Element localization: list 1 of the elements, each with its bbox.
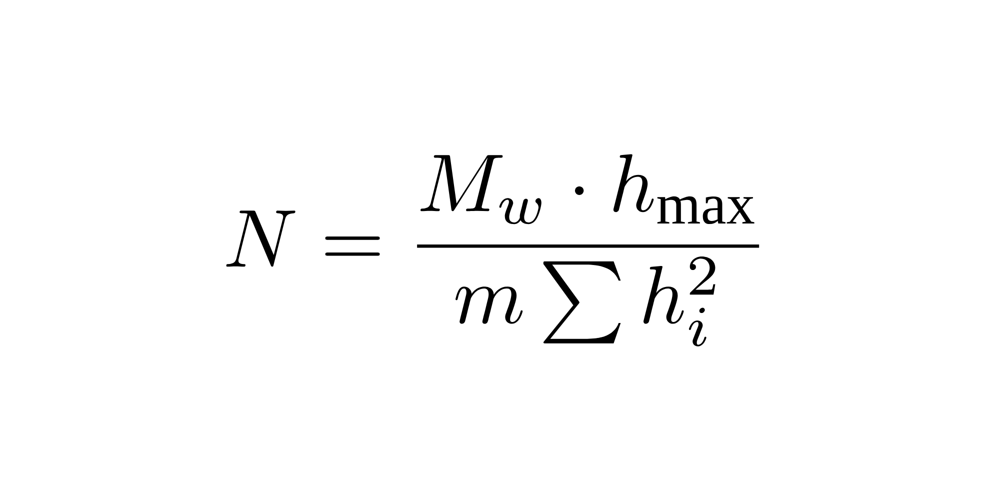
formula: $N = \frac{M_w \cdot h_{\max}}{m \sum h_i^2}$ xyxy=(226,154,760,346)
